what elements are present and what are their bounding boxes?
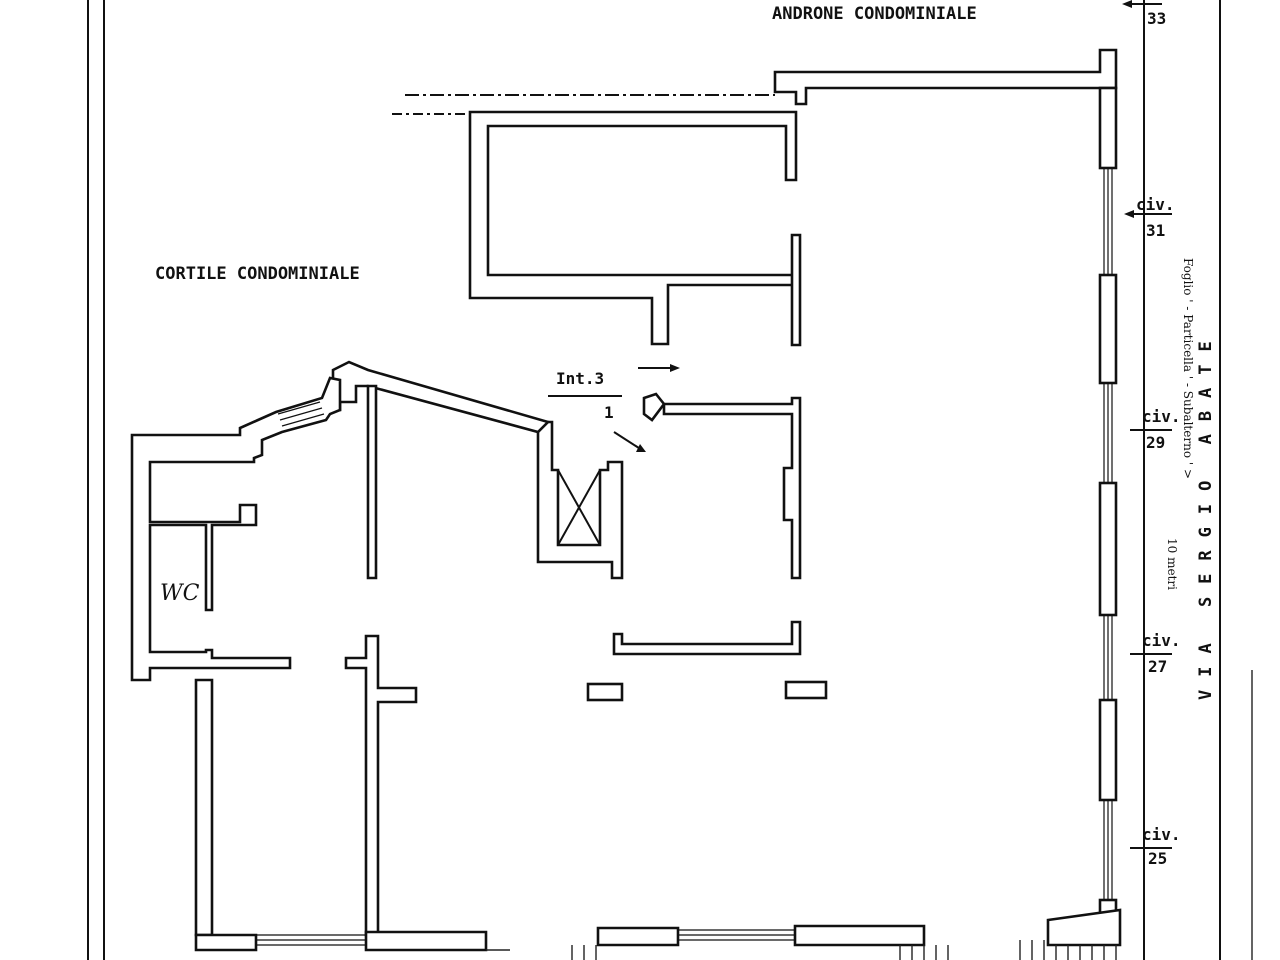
civic-numbers: 33 civ. 31 civ. 29 civ. 27 civ. 25 bbox=[1136, 9, 1181, 868]
civic-29-number: 29 bbox=[1146, 433, 1165, 452]
pillar-1 bbox=[586, 682, 624, 702]
diagonal-wall bbox=[331, 360, 551, 434]
entrance-jamb bbox=[642, 392, 666, 422]
civic-27-label: civ. bbox=[1142, 631, 1181, 650]
wc-label: WC bbox=[160, 581, 200, 606]
upper-room-wall bbox=[468, 110, 798, 346]
androne-label: ANDRONE CONDOMINIALE bbox=[772, 4, 977, 24]
entrance-area bbox=[586, 392, 828, 702]
west-corridor-wall bbox=[194, 678, 214, 937]
counter-wall bbox=[612, 620, 802, 656]
civic-31-number: 31 bbox=[1146, 221, 1165, 240]
civic-25-number: 25 bbox=[1148, 849, 1167, 868]
civic-25-label: civ. bbox=[1142, 825, 1181, 844]
upper-room-pier bbox=[790, 233, 802, 347]
arrows bbox=[548, 0, 1172, 452]
west-block bbox=[130, 360, 551, 937]
inner-wall-1 bbox=[366, 384, 378, 580]
west-wing-wall bbox=[130, 376, 342, 682]
upper-walls bbox=[392, 48, 1118, 347]
stair-shaft bbox=[536, 420, 624, 580]
inner-wall-2 bbox=[344, 634, 418, 937]
north-wall bbox=[773, 48, 1118, 106]
cadastral-scale: 10 metri bbox=[1165, 538, 1179, 590]
west-window bbox=[277, 401, 321, 415]
civic-31-label: civ. bbox=[1136, 195, 1175, 214]
civic-29-label: civ. bbox=[1142, 407, 1181, 426]
east-windows bbox=[1103, 168, 1113, 900]
civic-ticks bbox=[1130, 220, 1172, 849]
south-walls bbox=[194, 924, 1117, 960]
street-label: VIA SERGIO ABATE bbox=[1196, 328, 1216, 700]
entrance-number: 1 bbox=[604, 403, 614, 422]
shaft-wall bbox=[536, 420, 624, 580]
hall-wall bbox=[662, 396, 802, 580]
pillar-2 bbox=[784, 680, 828, 700]
interno-label: Int.3 bbox=[556, 369, 604, 388]
cadastral-reference: Foglio ' - Particella ' - Subalterno ' > bbox=[1181, 258, 1195, 479]
south-hatching bbox=[486, 940, 1117, 960]
civic-33-number: 33 bbox=[1147, 9, 1166, 28]
civic-27-number: 27 bbox=[1148, 657, 1167, 676]
cortile-label: CORTILE CONDOMINIALE bbox=[155, 264, 360, 284]
east-wall bbox=[1046, 86, 1122, 947]
sheet-frame bbox=[87, 0, 1253, 960]
